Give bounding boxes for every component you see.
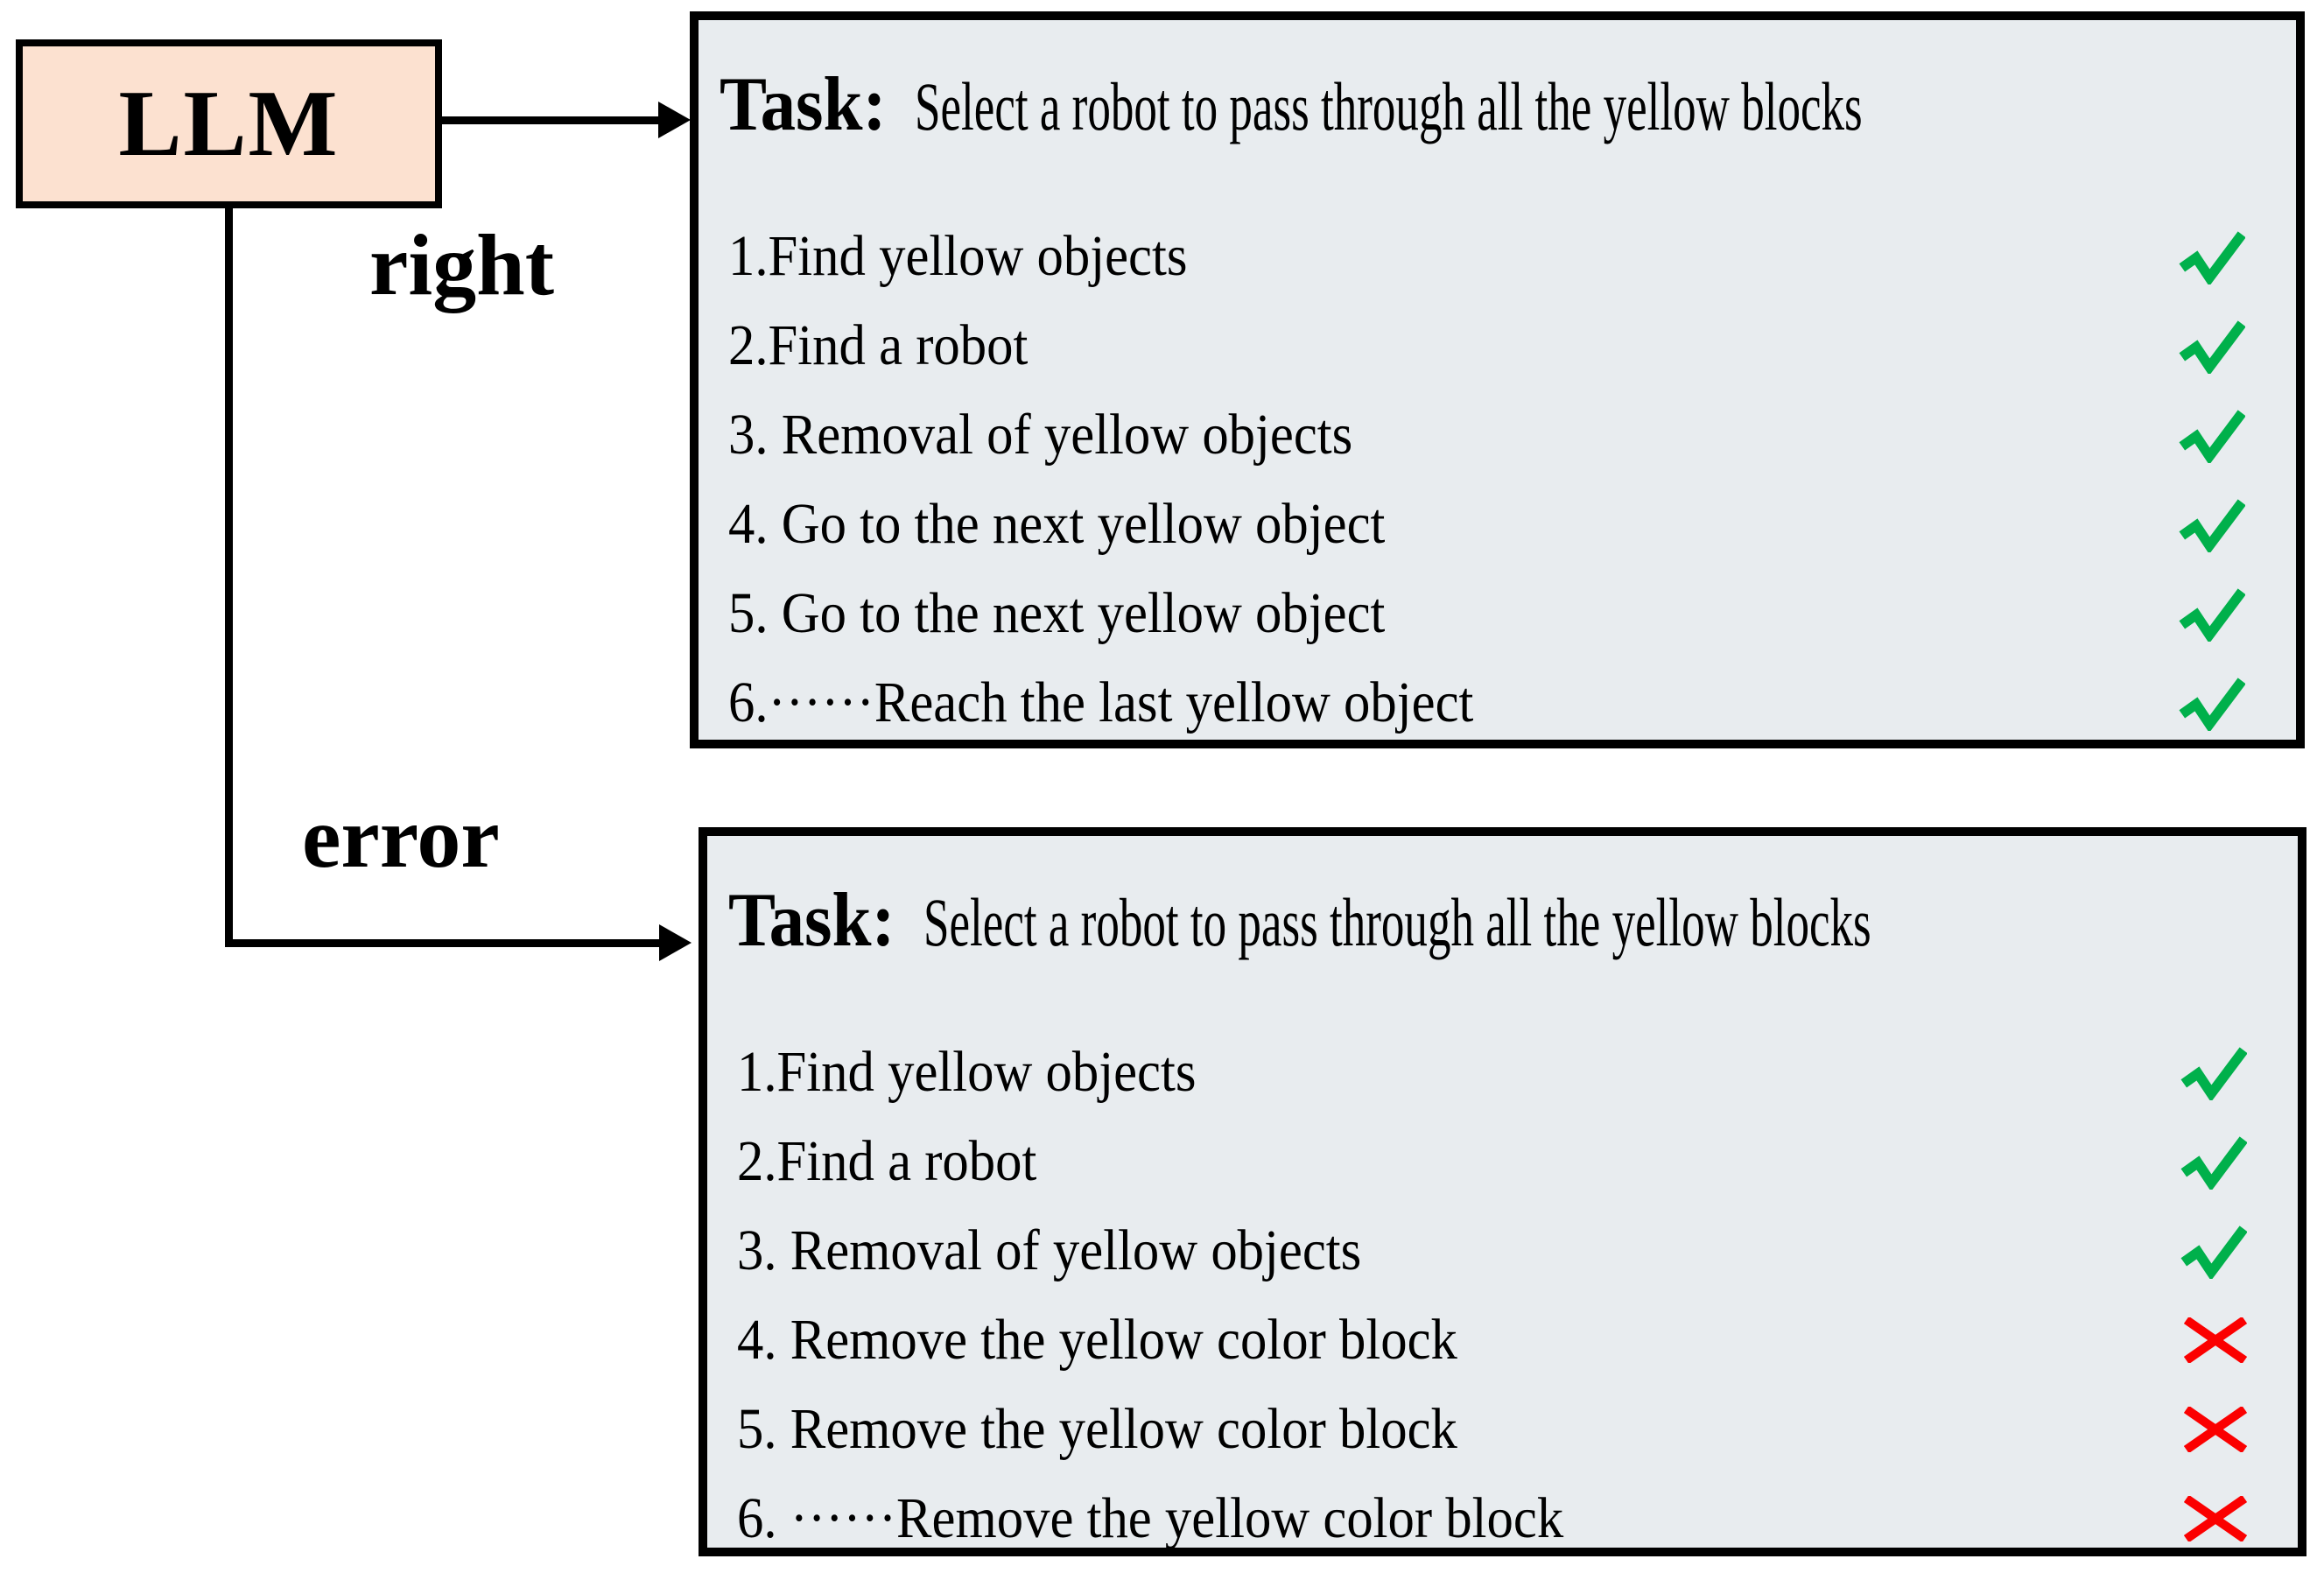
task-heading: Task: Select a robot to pass through all… [699,20,2296,170]
error-branch-arrowhead-icon [659,924,692,961]
task-step-text: 1.Find yellow objects [737,1040,1197,1104]
task-step-text: 4. Remove the yellow color block [737,1308,1457,1372]
check-icon [2179,587,2245,642]
task-step-row: 5. Remove the yellow color block [737,1385,2247,1474]
check-icon [2179,498,2245,552]
check-icon [2179,320,2245,374]
check-icon [2179,230,2245,284]
task-step-row: 5. Go to the next yellow object [728,569,2245,658]
task-step-text: 5. Remove the yellow color block [737,1397,1457,1461]
check-icon [2179,409,2245,463]
llm-label: LLM [118,71,340,176]
check-icon [2180,1135,2247,1190]
right-branch-line [438,116,660,124]
task-step-row: 3. Removal of yellow objects [728,390,2245,480]
task-step-row: 2.Find a robot [728,301,2245,390]
check-icon [2180,1225,2247,1279]
task-step-row: 3. Removal of yellow objects [737,1206,2247,1296]
task-step-row: 4. Remove the yellow color block [737,1296,2247,1385]
task-step-row: 2.Find a robot [737,1117,2247,1206]
check-icon [2180,1046,2247,1100]
error-branch-horizontal-line [225,939,661,947]
cross-icon [2184,1496,2247,1541]
error-branch-vertical-line [225,203,233,947]
task-step-text: 2.Find a robot [728,313,1029,377]
task-step-list: 1.Find yellow objects 2.Find a robot 3. … [699,212,2296,748]
task-step-text: 2.Find a robot [737,1129,1037,1193]
task-step-text: 6. ······Remove the yellow color block [737,1486,1564,1550]
error-task-box: Task: Select a robot to pass through all… [699,827,2306,1556]
task-step-row: 4. Go to the next yellow object [728,480,2245,569]
task-step-text: 3. Removal of yellow objects [737,1218,1362,1282]
task-step-text: 6.······Reach the last yellow object [728,671,1474,734]
task-heading-prefix: Task: [720,62,887,147]
task-step-text: 5. Go to the next yellow object [728,581,1386,645]
check-icon [2179,677,2245,731]
cross-icon [2184,1317,2247,1363]
task-step-text: 3. Removal of yellow objects [728,403,1353,467]
right-task-box: Task: Select a robot to pass through all… [690,11,2305,748]
task-step-row: 1.Find yellow objects [737,1028,2247,1117]
task-heading-prefix: Task: [728,878,895,963]
task-step-text: 1.Find yellow objects [728,224,1188,288]
task-heading-text: Select a robot to pass through all the y… [915,68,1863,144]
right-branch-label: right [369,216,555,313]
task-step-row: 6.······Reach the last yellow object [728,658,2245,748]
task-heading-text: Select a robot to pass through all the y… [923,884,1871,960]
error-branch-label: error [302,789,500,886]
llm-box: LLM [16,39,442,208]
task-step-list: 1.Find yellow objects 2.Find a robot 3. … [707,1028,2298,1563]
right-branch-arrowhead-icon [658,102,691,138]
task-heading: Task: Select a robot to pass through all… [707,836,2298,986]
task-step-row: 6. ······Remove the yellow color block [737,1474,2247,1563]
task-step-text: 4. Go to the next yellow object [728,492,1386,556]
cross-icon [2184,1407,2247,1452]
task-step-row: 1.Find yellow objects [728,212,2245,301]
